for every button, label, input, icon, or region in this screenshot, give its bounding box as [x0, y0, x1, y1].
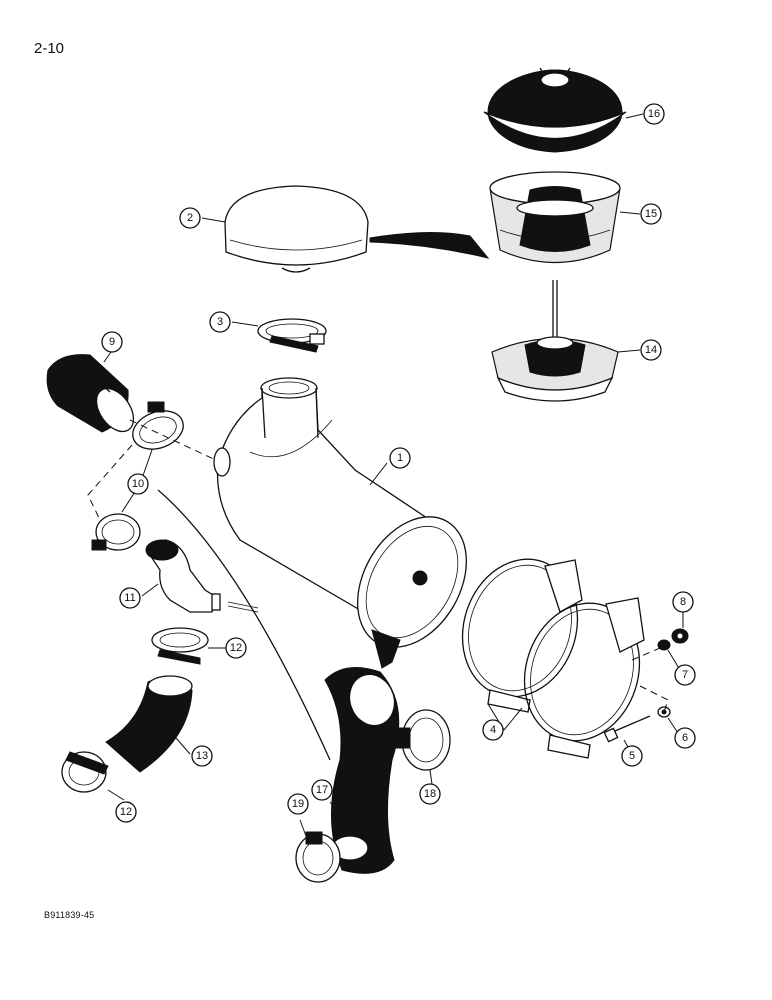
callout-12-upper: 12 — [225, 637, 247, 659]
part-16-top-cover — [483, 67, 627, 153]
part-9-hose — [46, 354, 135, 433]
svg-text:19: 19 — [292, 798, 304, 810]
callout-19: 19 — [287, 793, 309, 815]
callout-6: 6 — [674, 727, 696, 749]
svg-text:8: 8 — [680, 596, 686, 608]
svg-text:15: 15 — [645, 208, 657, 220]
svg-text:5: 5 — [629, 750, 635, 762]
part-3-clamp — [257, 318, 327, 353]
svg-text:12: 12 — [230, 642, 242, 654]
svg-text:9: 9 — [109, 336, 115, 348]
part-12-clamp-upper — [151, 627, 209, 665]
part-14-vane-base — [491, 280, 619, 402]
svg-text:12: 12 — [120, 806, 132, 818]
svg-text:18: 18 — [424, 788, 436, 800]
callout-8: 8 — [672, 591, 694, 613]
callout-14: 14 — [640, 339, 662, 361]
part-17-main-hose — [324, 667, 400, 874]
callout-16: 16 — [643, 103, 665, 125]
part-1-housing — [213, 377, 467, 669]
part-8-nut — [671, 628, 689, 644]
callout-3: 3 — [209, 311, 231, 333]
svg-text:3: 3 — [217, 316, 223, 328]
callout-12-lower: 12 — [115, 801, 137, 823]
callout-10: 10 — [127, 473, 149, 495]
figure-code: B911839-45 — [44, 910, 95, 920]
svg-text:7: 7 — [682, 669, 688, 681]
callout-9: 9 — [101, 331, 123, 353]
svg-text:16: 16 — [648, 108, 660, 120]
callout-11: 11 — [119, 587, 141, 609]
part-12-clamp-lower — [61, 751, 109, 793]
svg-text:10: 10 — [132, 478, 144, 490]
part-15-cleaner-bowl — [489, 171, 621, 263]
callout-7: 7 — [674, 664, 696, 686]
svg-text:4: 4 — [490, 724, 496, 736]
callout-4: 4 — [482, 719, 504, 741]
part-11-elbow — [145, 539, 259, 613]
svg-text:11: 11 — [124, 592, 135, 604]
part-7-lockwasher — [657, 639, 671, 651]
breather-tube — [157, 489, 331, 761]
callout-13: 13 — [191, 745, 213, 767]
callout-2: 2 — [179, 207, 201, 229]
svg-text:14: 14 — [645, 344, 657, 356]
part-5-bolt — [603, 715, 651, 743]
dashed-alignment-10b — [87, 444, 133, 521]
dashed-alignment-10 — [129, 419, 221, 463]
svg-text:13: 13 — [196, 750, 208, 762]
part-13-elbow-hose — [105, 675, 193, 773]
page-number: 2-10 — [34, 40, 65, 57]
svg-text:17: 17 — [316, 784, 328, 796]
svg-text:2: 2 — [187, 212, 193, 224]
part-2-cap — [224, 185, 369, 273]
svg-text:1: 1 — [397, 452, 403, 464]
direction-wedge — [369, 231, 490, 259]
part-18-clamp — [395, 709, 451, 771]
part-6-washer — [657, 706, 671, 718]
dashed-hardware-line — [631, 647, 669, 713]
part-10-clamps — [91, 401, 184, 551]
callout-15: 15 — [640, 203, 662, 225]
part-19-clamp — [295, 831, 341, 883]
svg-text:6: 6 — [682, 732, 688, 744]
part-4-mounting-bands — [461, 558, 645, 759]
callout-18: 18 — [419, 783, 441, 805]
callout-5: 5 — [621, 745, 643, 767]
callout-1: 1 — [389, 447, 411, 469]
callout-17: 17 — [311, 779, 333, 801]
